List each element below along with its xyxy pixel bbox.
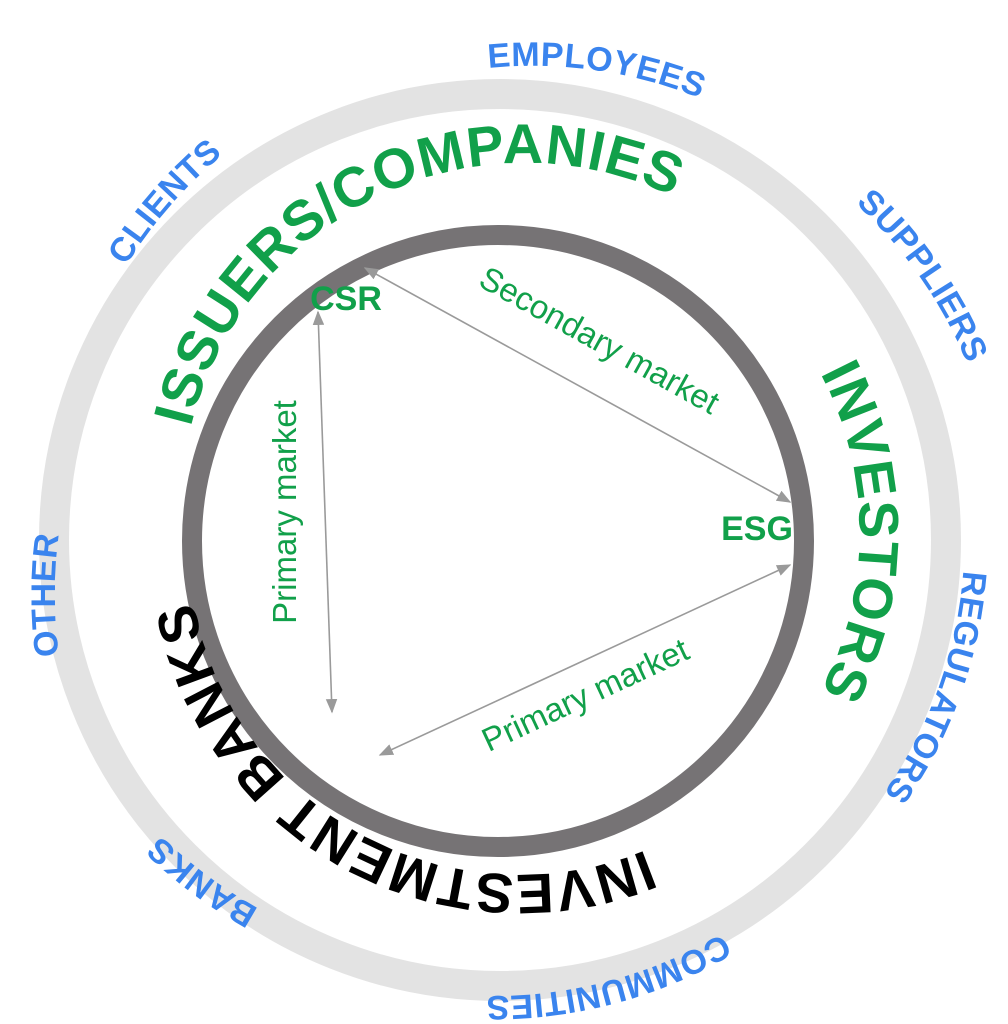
investors-label: INVESTORS (810, 350, 912, 713)
primary-market-left-label: Primary market (266, 400, 303, 624)
primary-market-left-arrow (312, 310, 338, 714)
banks-label: BANKS (140, 829, 263, 934)
other-label: OTHER (25, 531, 67, 659)
primary-market-bottom-arrow (378, 564, 792, 756)
inner-ring (182, 225, 814, 857)
secondary-market-arrow (363, 267, 792, 503)
esg-node-label: ESG (721, 510, 793, 548)
outer-ring (39, 79, 961, 1001)
csr-node-label: CSR (310, 280, 382, 318)
